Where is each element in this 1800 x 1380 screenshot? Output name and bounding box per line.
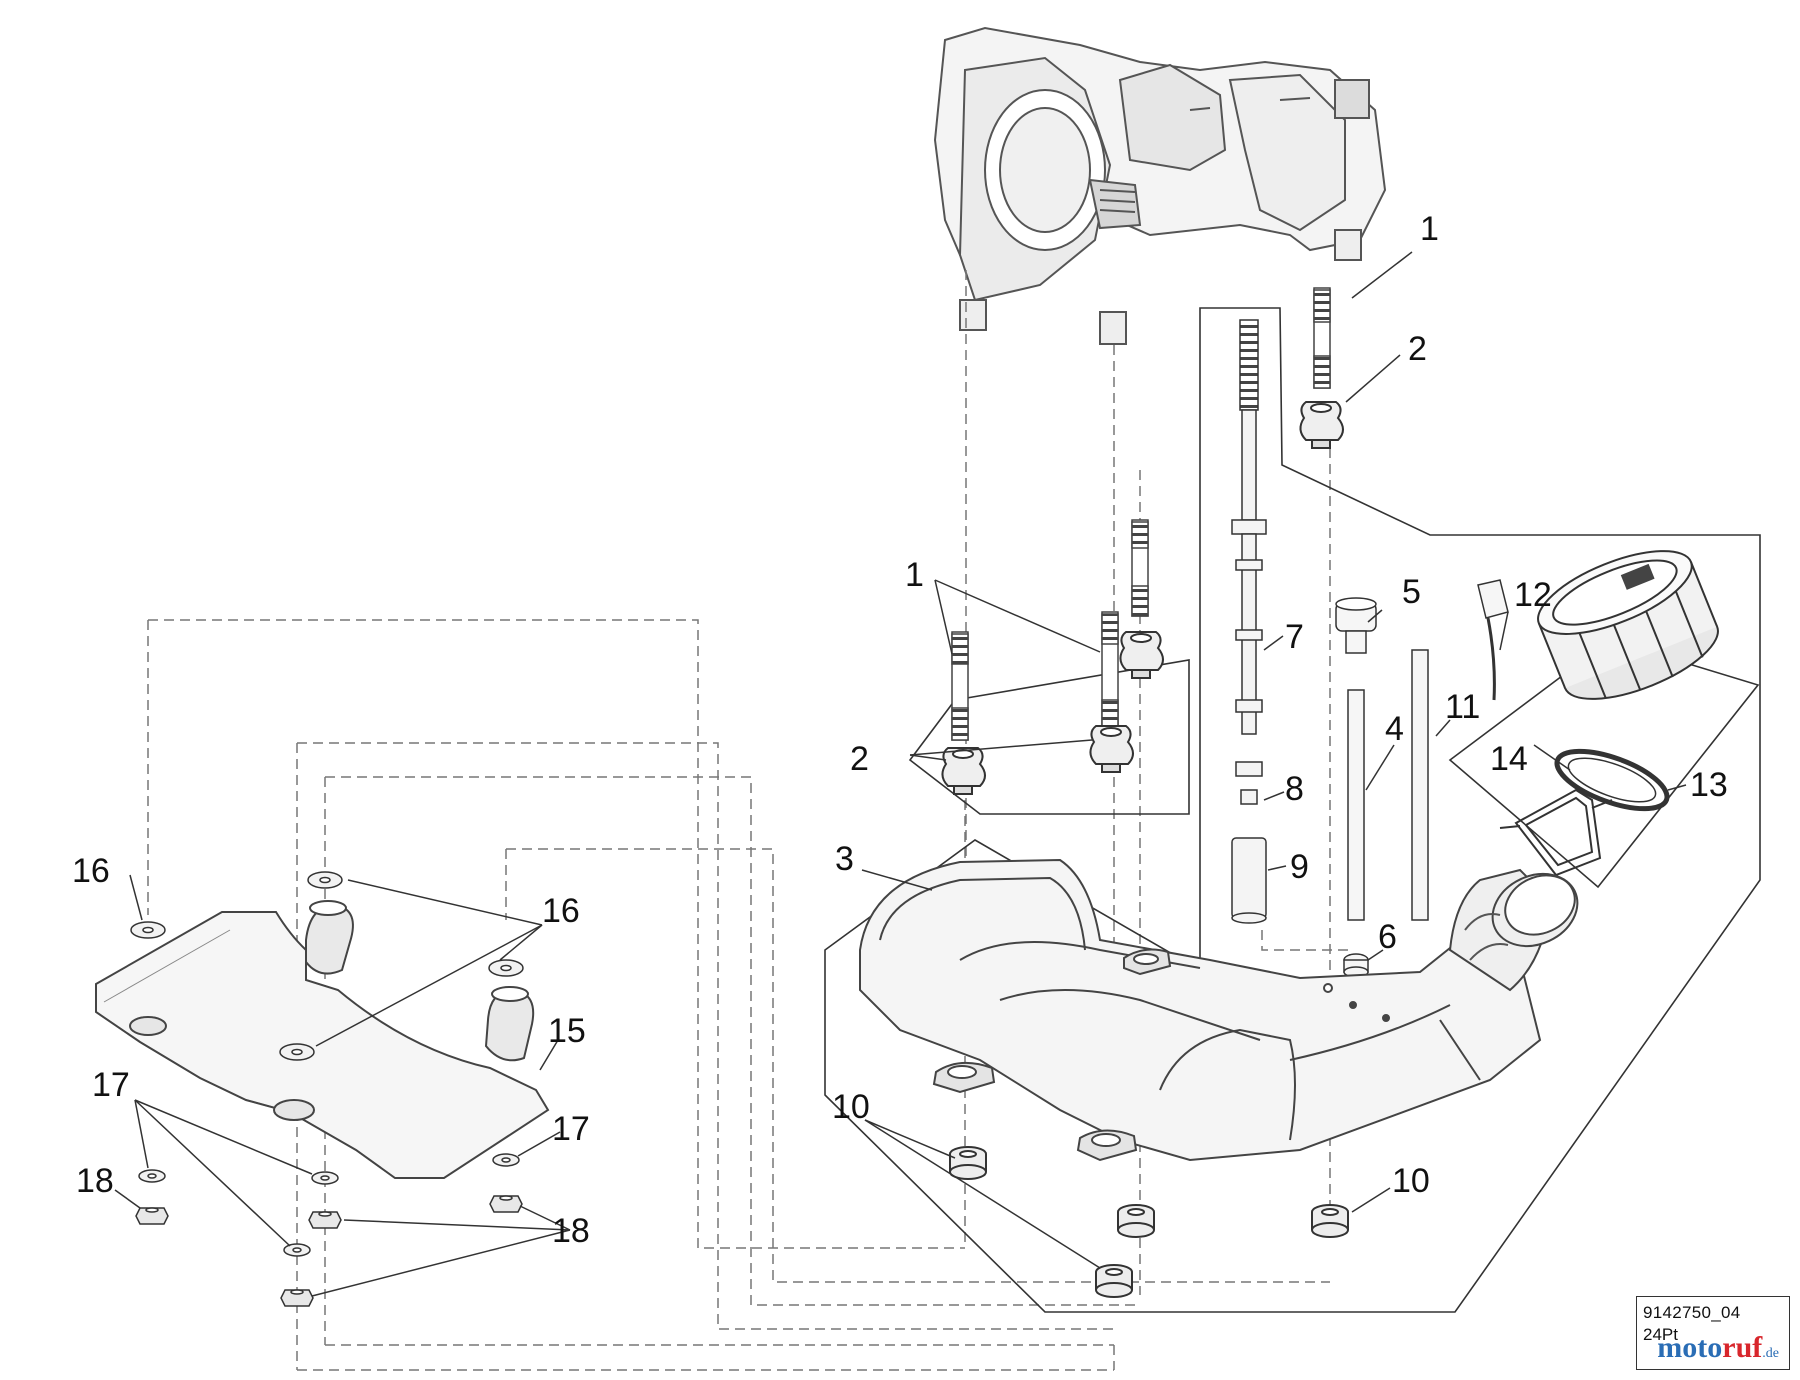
vent-tube	[1347, 689, 1365, 921]
grommet-mid	[1119, 631, 1164, 679]
stud-bolts	[951, 287, 1331, 741]
fuel-pickup-assembly	[1231, 319, 1267, 924]
fuel-tank	[859, 858, 1579, 1162]
grommet-center	[1089, 725, 1134, 773]
fuel-cap	[1537, 550, 1719, 700]
callout-17-right: 17	[552, 1110, 590, 1148]
stud-bolt-center	[1101, 611, 1119, 737]
motoruf-watermark: motoruf.de	[1657, 1331, 1779, 1365]
callout-17-left: 17	[92, 1066, 130, 1104]
callout-14: 14	[1490, 740, 1528, 778]
watermark-part1: moto	[1657, 1331, 1723, 1364]
fuel-tank-neck	[1448, 868, 1579, 992]
washer-17d	[283, 1243, 311, 1257]
watermark-part2: ruf	[1722, 1331, 1763, 1364]
callout-15: 15	[548, 1012, 586, 1050]
stud-bolt-mid	[1131, 519, 1149, 617]
fuel-tube	[1411, 649, 1429, 921]
tank-mount-tabs	[932, 948, 1172, 1162]
callout-18-right: 18	[552, 1212, 590, 1250]
callout-labels: 1 2 1 2 3 4 5 6 7 8 9 10 10 11 12 13 14 …	[72, 210, 1728, 1250]
nut-18a	[135, 1207, 169, 1225]
stud-bolt-left	[951, 631, 969, 741]
washer-16a	[130, 921, 166, 939]
callout-2-top: 2	[1408, 330, 1427, 368]
rubber-foot-2	[1117, 1204, 1155, 1238]
drawing-number: 9142750_04	[1643, 1303, 1741, 1322]
cap-gasket	[1554, 748, 1670, 812]
callout-1-mid: 1	[905, 556, 924, 594]
watermark-part3: .de	[1762, 1346, 1779, 1361]
tank-grommet-small	[1343, 953, 1369, 978]
washer-17b	[311, 1171, 339, 1185]
drawing-font-note: 24Pt	[1643, 1325, 1678, 1344]
rubber-feet	[949, 1146, 1349, 1298]
hex-nuts	[135, 1195, 523, 1307]
callout-4: 4	[1385, 710, 1404, 748]
grommet-top	[1299, 401, 1344, 449]
callout-8: 8	[1285, 770, 1304, 808]
rubber-foot-4	[1095, 1264, 1133, 1298]
washers	[130, 871, 524, 1257]
callout-2-mid: 2	[850, 740, 869, 778]
washer-16d	[279, 1043, 315, 1061]
fuel-line-seal	[1235, 761, 1263, 777]
callout-11: 11	[1445, 688, 1480, 726]
callout-18-left: 18	[76, 1162, 114, 1200]
callout-7: 7	[1285, 618, 1304, 656]
callout-13: 13	[1690, 766, 1728, 804]
washer-16c	[488, 959, 524, 977]
callout-9: 9	[1290, 848, 1309, 886]
callout-6: 6	[1378, 918, 1397, 956]
nut-18c	[489, 1195, 523, 1213]
washer-17a	[138, 1169, 166, 1183]
base-plate	[95, 900, 550, 1179]
assembly-dashed-lines	[147, 270, 1351, 1371]
callout-10-left: 10	[832, 1088, 870, 1126]
callout-16-right: 16	[542, 892, 580, 930]
grommet-left	[941, 747, 986, 795]
callout-5: 5	[1402, 573, 1421, 611]
stud-bolt-top	[1313, 287, 1331, 389]
callout-3: 3	[835, 840, 854, 878]
cable-tie	[1477, 579, 1509, 701]
rubber-foot-3	[1311, 1204, 1349, 1238]
cap-retainer	[1499, 788, 1613, 877]
nut-18d	[280, 1289, 314, 1307]
rubber-foot-1	[949, 1146, 987, 1180]
callout-12: 12	[1514, 576, 1552, 614]
fuel-filter	[1231, 837, 1267, 919]
callout-leaders	[114, 251, 1687, 1297]
fuel-cap-assembly	[1499, 550, 1719, 877]
vent-valve	[1335, 597, 1377, 654]
rubber-grommets-upper	[941, 401, 1344, 795]
engine-crankcase	[933, 26, 1387, 345]
callout-16-left: 16	[72, 852, 110, 890]
washer-16b	[307, 871, 343, 889]
callout-1-top: 1	[1420, 210, 1439, 248]
nut-18b	[308, 1211, 342, 1229]
base-plate-boss-right	[484, 986, 535, 1062]
washer-17c	[492, 1153, 520, 1167]
base-plate-boss-left	[305, 900, 354, 975]
callout-10-right: 10	[1392, 1162, 1430, 1200]
drawing-reference-box: 9142750_04 24Pt motoruf.de	[1636, 1296, 1790, 1370]
